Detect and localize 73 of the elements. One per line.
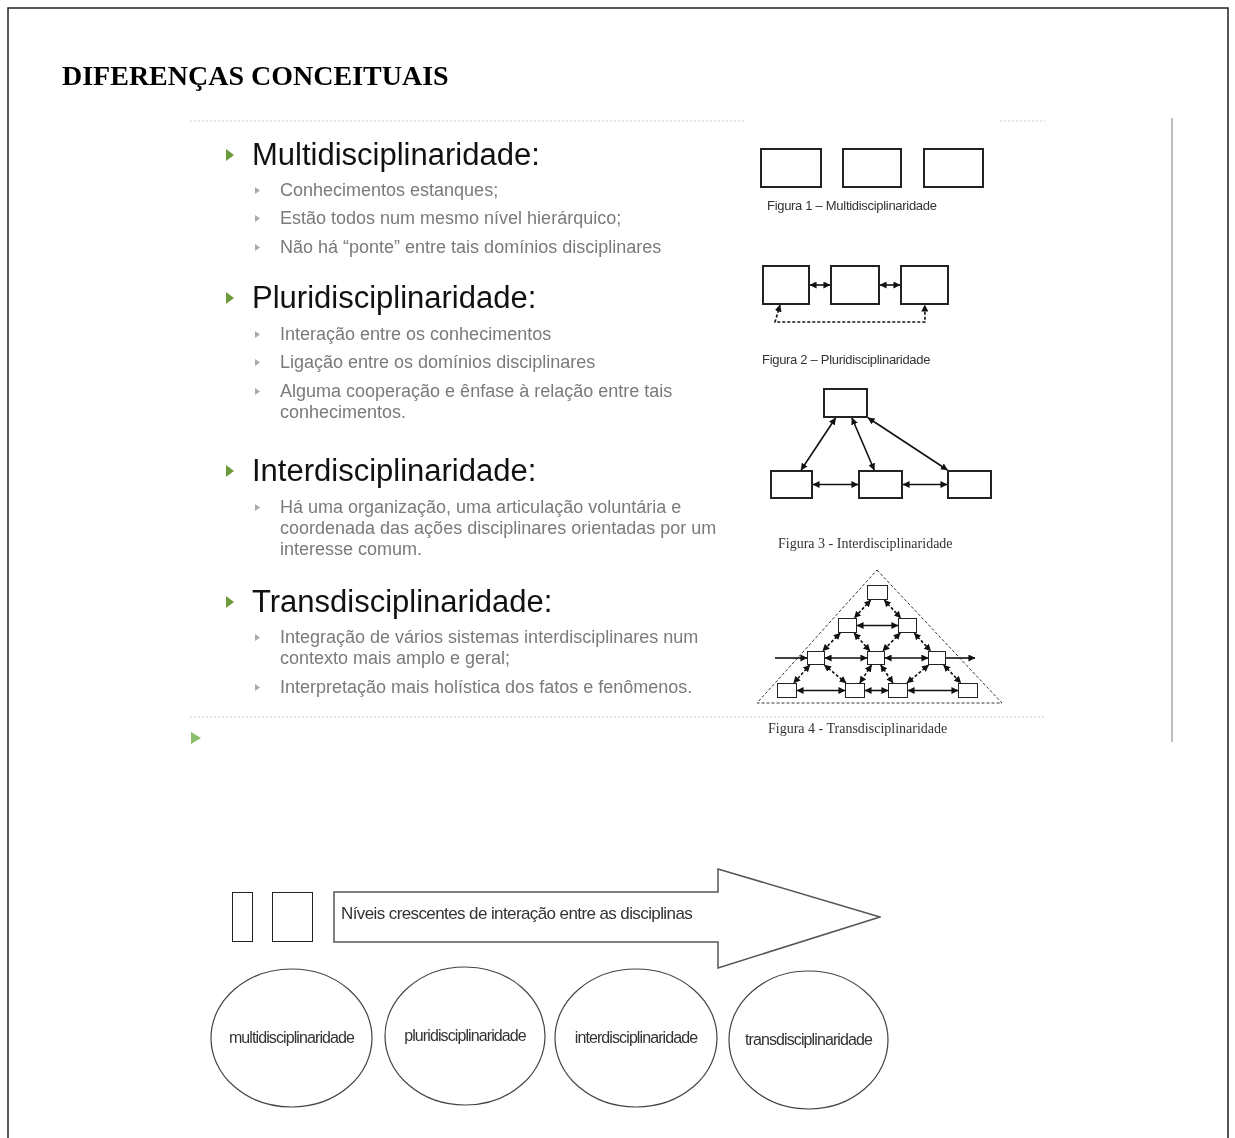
figure-caption: Figura 2 – Pluridisciplinaridade	[762, 352, 931, 367]
arrow	[823, 664, 847, 684]
ellipse-label: pluridisciplinaridade	[404, 1027, 526, 1045]
bullet-text: Ligação entre os domínios disciplinares	[280, 352, 597, 373]
discipline-box	[867, 585, 888, 600]
arrow	[942, 664, 962, 684]
discipline-box	[762, 265, 810, 305]
arrow	[906, 664, 930, 684]
bullet-text: Não há “ponte” entre tais domínios disciplinares	[280, 237, 663, 258]
section-heading: Interdisciplinaridade:	[252, 454, 537, 488]
discipline-box	[888, 683, 908, 698]
discipline-box	[830, 265, 880, 305]
arrow	[859, 664, 873, 684]
figure-caption: Figura 4 - Transdisciplinaridade	[768, 721, 948, 737]
arrow	[800, 417, 837, 471]
arrow	[853, 632, 871, 652]
arrow	[867, 417, 949, 471]
discipline-box	[928, 651, 946, 665]
discipline-box	[823, 388, 868, 418]
discipline-box	[858, 470, 903, 499]
arrow	[879, 664, 894, 684]
figure-caption: Figura 3 - Interdisciplinaridade	[778, 536, 953, 552]
discipline-box	[838, 618, 857, 633]
discipline-box	[777, 683, 797, 698]
discipline-box	[958, 683, 978, 698]
discipline-box	[947, 470, 992, 499]
discipline-box	[232, 892, 253, 942]
arrow	[907, 687, 959, 694]
discipline-box	[770, 470, 813, 499]
figure-caption: Figura 1 – Multidisciplinaridade	[767, 198, 937, 213]
discipline-box	[923, 148, 984, 188]
arrow	[902, 481, 948, 488]
arrow	[913, 632, 932, 652]
arrow	[792, 664, 811, 684]
arrow	[879, 281, 901, 289]
arrow	[945, 654, 976, 662]
discipline-box	[760, 148, 822, 188]
bullet-text: Interação entre os conhecimentos	[280, 324, 553, 345]
bullet-text: Alguma cooperação e ênfase à relação entre tais conhecimentos.	[280, 381, 674, 423]
arrow	[883, 599, 902, 619]
arrow	[773, 304, 929, 323]
section-heading: Transdisciplinaridade:	[252, 585, 553, 619]
arrow	[774, 654, 808, 662]
ellipse-label: multidisciplinaridade	[228, 1029, 355, 1047]
discipline-box	[842, 148, 902, 188]
arrow	[812, 481, 859, 488]
arrow	[809, 281, 831, 289]
arrow	[853, 599, 872, 619]
arrow	[796, 687, 846, 694]
discipline-box	[900, 265, 949, 305]
bullet-text: Estão todos num mesmo nível hierárquico;	[280, 208, 623, 229]
arrow	[851, 417, 876, 471]
section-heading: Multidisciplinaridade:	[252, 138, 540, 172]
arrow-label: Níveis crescentes de interação entre as disciplinas	[341, 904, 693, 924]
discipline-box	[867, 651, 885, 665]
discipline-box	[845, 683, 865, 698]
section-heading: Pluridisciplinaridade:	[252, 281, 537, 315]
bullet-text: Interpretação mais holística dos fatos e fenômenos.	[280, 677, 694, 698]
ellipse-label: interdisciplinaridade	[574, 1029, 698, 1047]
ellipse-label: transdisciplinaridade	[745, 1031, 872, 1049]
arrow	[864, 687, 889, 694]
page-title: DIFERENÇAS CONCEITUAIS	[62, 60, 449, 92]
arrow	[856, 622, 899, 629]
arrow	[882, 632, 902, 652]
discipline-box	[272, 892, 313, 942]
arrow	[822, 632, 842, 652]
discipline-box	[898, 618, 917, 633]
bullet-text: Integração de vários sistemas interdisciplinares num contexto mais amplo e geral;	[280, 627, 700, 669]
arrow	[824, 654, 868, 662]
discipline-box	[807, 651, 825, 665]
arrow	[884, 654, 929, 662]
bullet-text: Há uma organização, uma articulação voluntária e coordenada das ações disciplinares orientadas por um interesse comum.	[280, 497, 718, 560]
bullet-text: Conhecimentos estanques;	[280, 180, 500, 201]
